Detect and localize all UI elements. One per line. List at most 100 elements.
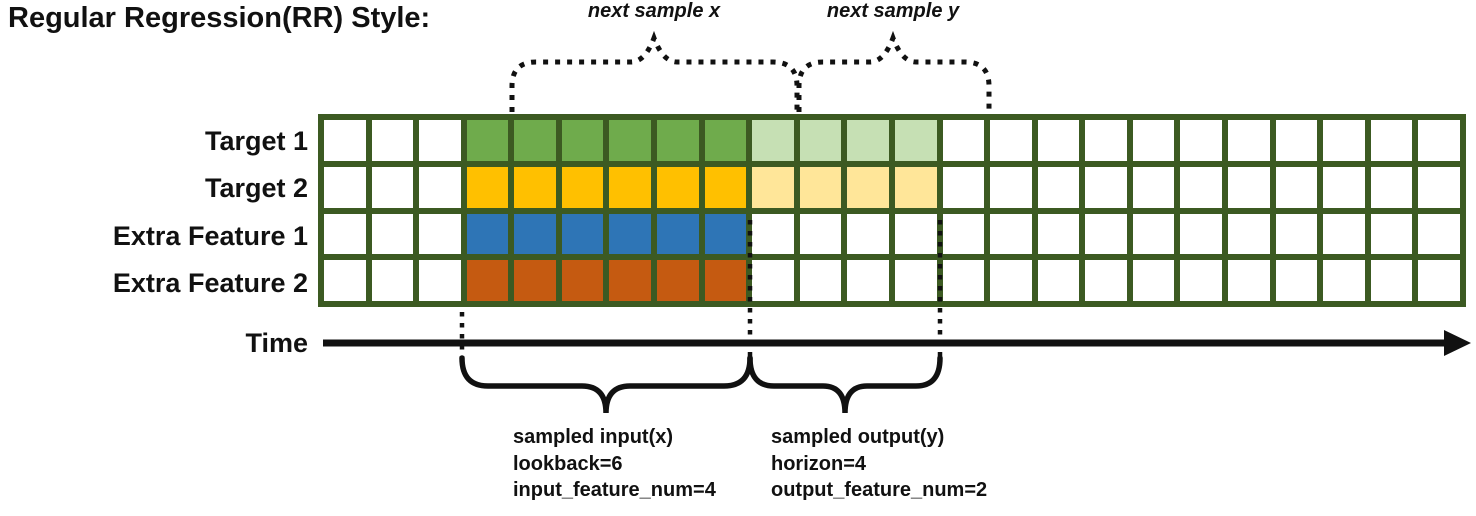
cell-r1-c7 [657, 166, 699, 208]
cell-r3-c12 [894, 260, 937, 301]
cell-r2-c22 [1370, 213, 1413, 255]
cell-r3-c21 [1323, 260, 1365, 301]
cell-r2-c6 [609, 213, 652, 255]
time-axis-label: Time [245, 328, 308, 358]
cell-r2-c12 [894, 213, 937, 255]
cell-r1-c19 [1228, 166, 1270, 208]
cell-r1-c3 [466, 166, 509, 208]
sampled-output-brace [747, 355, 943, 414]
cell-r2-c20 [1275, 213, 1318, 255]
cell-r2-c9 [752, 213, 794, 255]
next-sample-x-label: next sample x [587, 0, 721, 22]
cell-r2-c8 [704, 213, 747, 255]
cell-r2-c16 [1085, 213, 1127, 255]
cell-r3-c1 [371, 260, 414, 301]
cell-r0-c21 [1323, 120, 1365, 161]
cell-r1-c18 [1180, 166, 1223, 208]
next-sample-y-brace [796, 30, 992, 112]
cell-r3-c10 [799, 260, 842, 301]
cell-r0-c17 [1132, 120, 1175, 161]
output-feature-num: output_feature_num=2 [771, 479, 988, 501]
cell-r2-c10 [799, 213, 842, 255]
cell-r0-c19 [1228, 120, 1270, 161]
cell-r3-c3 [466, 260, 509, 301]
cell-r1-c8 [704, 166, 747, 208]
cell-r1-c20 [1275, 166, 1318, 208]
cell-r1-c4 [514, 166, 556, 208]
cell-r2-c3 [466, 213, 509, 255]
cell-r1-c23 [1418, 166, 1460, 208]
cell-r0-c4 [514, 120, 556, 161]
cell-r3-c23 [1418, 260, 1460, 301]
cell-r0-c11 [847, 120, 889, 161]
cell-r3-c2 [419, 260, 461, 301]
cell-r0-c8 [704, 120, 747, 161]
cell-r0-c0 [324, 120, 366, 161]
cell-r2-c23 [1418, 213, 1460, 255]
cell-r1-c22 [1370, 166, 1413, 208]
cell-r0-c14 [990, 120, 1032, 161]
cell-r2-c0 [324, 213, 366, 255]
cell-r2-c7 [657, 213, 699, 255]
cell-r1-c14 [990, 166, 1032, 208]
page-title: Regular Regression(RR) Style: [8, 2, 431, 34]
sampled-output-title: sampled output(y) [771, 426, 945, 448]
cell-r1-c9 [752, 166, 794, 208]
cell-r1-c2 [419, 166, 461, 208]
cell-r1-c11 [847, 166, 889, 208]
cell-r1-c10 [799, 166, 842, 208]
cell-r2-c5 [561, 213, 604, 255]
sampled-input-note: sampled input(x) lookback=6 input_featur… [513, 424, 716, 504]
row-label-target-2: Target 2 [204, 173, 308, 203]
next-sample-y-label: next sample y [826, 0, 960, 22]
cell-r3-c8 [704, 260, 747, 301]
cell-r0-c13 [942, 120, 985, 161]
cell-r1-c0 [324, 166, 366, 208]
cell-r0-c3 [466, 120, 509, 161]
time-axis-arrowhead [1444, 330, 1471, 356]
cell-r0-c10 [799, 120, 842, 161]
cell-r2-c21 [1323, 213, 1365, 255]
cell-r0-c16 [1085, 120, 1127, 161]
cell-r0-c5 [561, 120, 604, 161]
cell-r0-c18 [1180, 120, 1223, 161]
cell-r3-c15 [1037, 260, 1080, 301]
cell-r3-c11 [847, 260, 889, 301]
cell-r0-c15 [1037, 120, 1080, 161]
row-label-extra-feature-1: Extra Feature 1 [112, 221, 308, 251]
cell-r1-c15 [1037, 166, 1080, 208]
cell-r2-c17 [1132, 213, 1175, 255]
cell-r3-c22 [1370, 260, 1413, 301]
cell-r3-c20 [1275, 260, 1318, 301]
cell-r2-c2 [419, 213, 461, 255]
cell-r3-c5 [561, 260, 604, 301]
cell-r1-c13 [942, 166, 985, 208]
horizon-value: horizon=4 [771, 452, 867, 475]
cell-r2-c13 [942, 213, 985, 255]
cell-r3-c18 [1180, 260, 1223, 301]
sampled-input-brace [459, 355, 753, 414]
cell-r1-c12 [894, 166, 937, 208]
cell-r2-c18 [1180, 213, 1223, 255]
row-label-extra-feature-2: Extra Feature 2 [112, 268, 308, 298]
cell-r2-c11 [847, 213, 889, 255]
lookback-value: lookback=6 [513, 452, 623, 475]
timeline-grid [318, 114, 1466, 307]
cell-r2-c4 [514, 213, 556, 255]
cell-r1-c1 [371, 166, 414, 208]
next-sample-x-brace [509, 30, 800, 112]
cell-r2-c14 [990, 213, 1032, 255]
cell-r0-c1 [371, 120, 414, 161]
cell-r3-c6 [609, 260, 652, 301]
cell-r3-c19 [1228, 260, 1270, 301]
cell-r3-c7 [657, 260, 699, 301]
cell-r0-c20 [1275, 120, 1318, 161]
cell-r2-c15 [1037, 213, 1080, 255]
cell-r3-c4 [514, 260, 556, 301]
cell-r3-c9 [752, 260, 794, 301]
cell-r3-c13 [942, 260, 985, 301]
cell-r2-c19 [1228, 213, 1270, 255]
sampled-input-title: sampled input(x) [513, 426, 674, 448]
cell-r1-c6 [609, 166, 652, 208]
